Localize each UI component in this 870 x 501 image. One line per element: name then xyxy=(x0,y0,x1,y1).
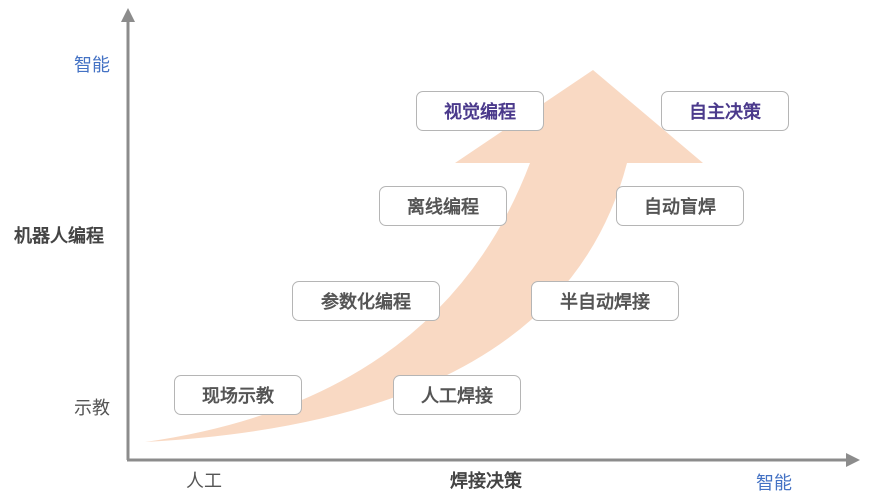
x-axis-right-label: 智能 xyxy=(756,473,792,494)
box-autonomous-decision: 自主决策 xyxy=(661,91,789,131)
box-offline-programming: 离线编程 xyxy=(379,186,507,226)
y-axis-arrowhead xyxy=(121,8,135,22)
box-visual-programming: 视觉编程 xyxy=(416,91,544,131)
y-axis-top-label: 智能 xyxy=(74,55,110,76)
y-axis-bottom-label: 示教 xyxy=(74,398,110,419)
y-axis-middle-label: 机器人编程 xyxy=(14,226,104,247)
box-parametric-programming: 参数化编程 xyxy=(292,281,440,321)
x-axis-arrowhead xyxy=(846,453,860,467)
box-manual-welding: 人工焊接 xyxy=(393,375,521,415)
box-onsite-teaching: 现场示教 xyxy=(174,375,302,415)
box-semi-auto-welding: 半自动焊接 xyxy=(531,281,679,321)
x-axis-left-label: 人工 xyxy=(186,471,222,492)
x-axis-middle-label: 焊接决策 xyxy=(450,471,522,492)
growth-arrow xyxy=(145,70,703,442)
box-auto-blind-welding: 自动盲焊 xyxy=(616,186,744,226)
